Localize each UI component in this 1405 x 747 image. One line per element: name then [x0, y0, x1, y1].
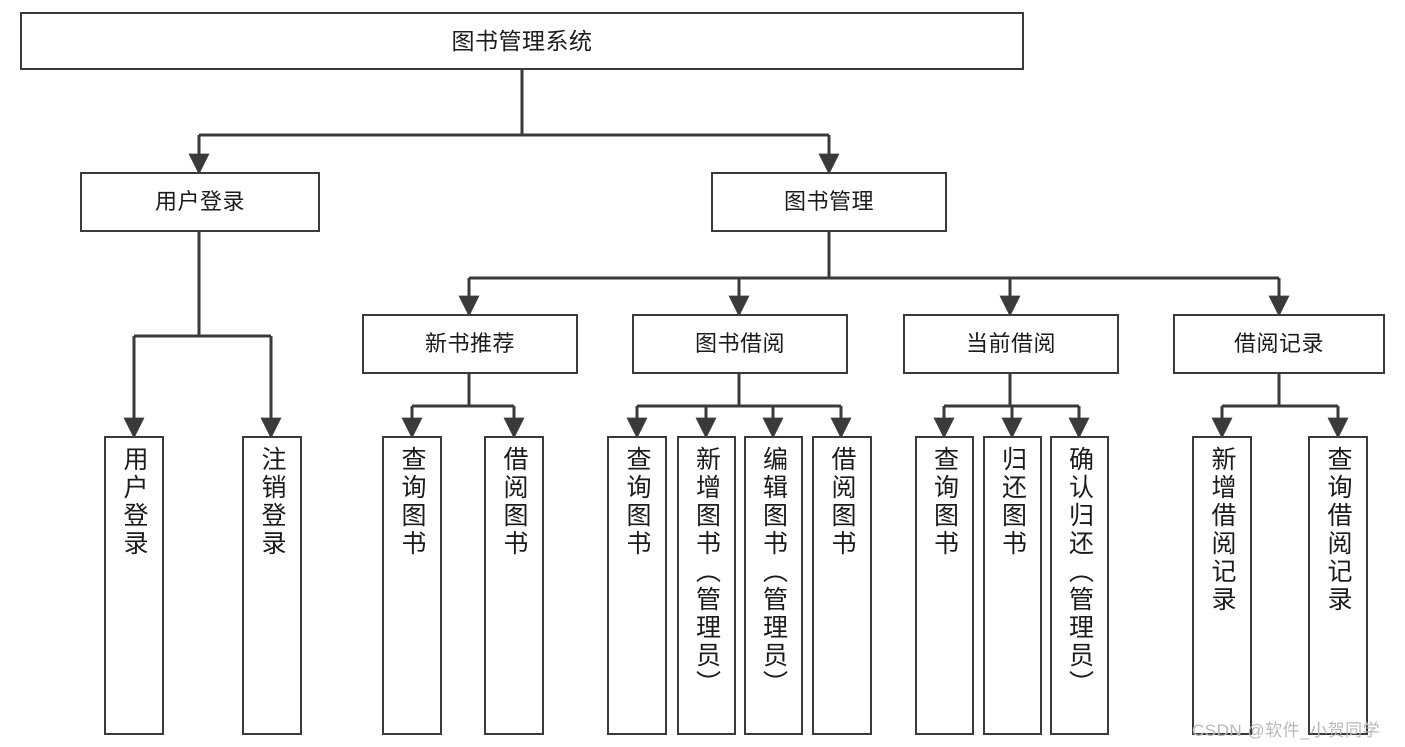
node-root-book-management-system[interactable]: 图书管理系统 [20, 12, 1024, 70]
leaf-current-borrow-query-book[interactable]: 查询图书 [915, 436, 974, 735]
node-label: 当前借阅 [965, 331, 1056, 356]
node-borrow-records[interactable]: 借阅记录 [1173, 314, 1385, 374]
leaf-current-borrow-return-book[interactable]: 归还图书 [983, 436, 1042, 735]
node-label: 确认归还（管理员） [1065, 446, 1094, 698]
node-label: 新增图书（管理员） [692, 446, 721, 698]
leaf-book-borrow-add-book-admin[interactable]: 新增图书（管理员） [677, 436, 736, 735]
leaf-book-borrow-edit-book-admin[interactable]: 编辑图书（管理员） [744, 436, 803, 735]
watermark-text: CSDN @软件_小贺同学 [1192, 721, 1381, 740]
node-label: 用户登录 [154, 189, 245, 214]
node-book-management[interactable]: 图书管理 [711, 172, 947, 232]
leaf-user-login-signin[interactable]: 用户登录 [104, 436, 164, 735]
leaf-borrow-records-query-record[interactable]: 查询借阅记录 [1308, 436, 1368, 735]
node-user-login[interactable]: 用户登录 [80, 172, 320, 232]
node-label: 新书推荐 [424, 331, 515, 356]
node-label: 查询图书 [930, 446, 959, 558]
node-label: 图书管理系统 [451, 27, 593, 54]
node-new-book-recommend[interactable]: 新书推荐 [362, 314, 578, 374]
node-label: 用户登录 [120, 446, 148, 558]
node-label: 图书管理 [783, 189, 874, 214]
leaf-new-book-borrow-book[interactable]: 借阅图书 [484, 436, 544, 735]
node-label: 新增借阅记录 [1208, 446, 1236, 614]
leaf-new-book-query-book[interactable]: 查询图书 [382, 436, 442, 735]
node-label: 查询图书 [623, 446, 651, 558]
leaf-user-login-signout[interactable]: 注销登录 [242, 436, 302, 735]
node-label: 注销登录 [258, 446, 286, 558]
node-label: 图书借阅 [694, 331, 785, 356]
node-label: 归还图书 [998, 446, 1027, 558]
node-label: 借阅图书 [828, 446, 856, 558]
leaf-book-borrow-borrow-book[interactable]: 借阅图书 [812, 436, 872, 735]
leaf-book-borrow-query-book[interactable]: 查询图书 [607, 436, 667, 735]
node-book-borrow[interactable]: 图书借阅 [632, 314, 848, 374]
node-label: 编辑图书（管理员） [759, 446, 788, 698]
node-label: 查询图书 [398, 446, 426, 558]
node-label: 查询借阅记录 [1324, 446, 1352, 614]
node-label: 借阅记录 [1233, 331, 1324, 356]
leaf-current-borrow-confirm-return-admin[interactable]: 确认归还（管理员） [1050, 436, 1109, 735]
leaf-borrow-records-add-record[interactable]: 新增借阅记录 [1192, 436, 1252, 735]
node-current-borrow[interactable]: 当前借阅 [903, 314, 1119, 374]
node-label: 借阅图书 [500, 446, 528, 558]
